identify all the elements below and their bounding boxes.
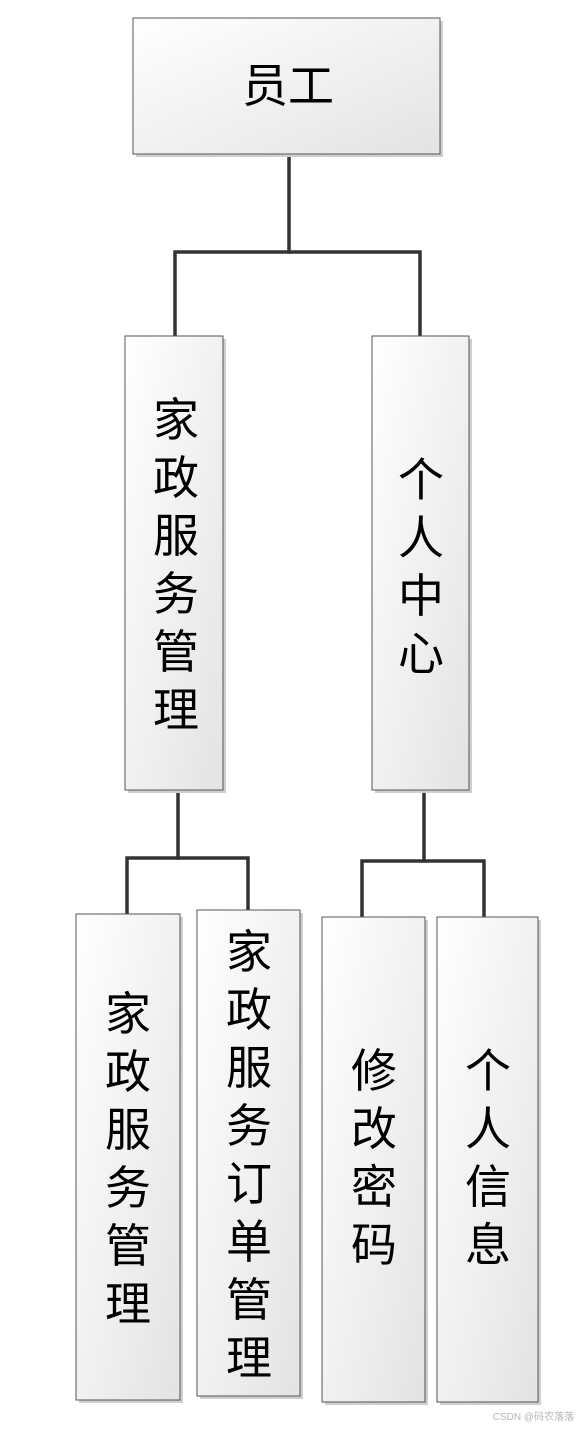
connector-level1-bar: [173, 250, 422, 338]
node-service-order-management-label: 家政服务订单管理: [226, 925, 272, 1385]
connector-personal-children-bar: [360, 859, 486, 919]
connector-service-children-bar: [125, 856, 250, 916]
watermark: CSDN @码农落落: [492, 1412, 574, 1423]
node-service-management-leaf-label: 家政服务管理: [105, 987, 151, 1331]
node-change-password-label: 修改密码: [351, 1044, 397, 1272]
node-root-label: 员工: [242, 59, 334, 113]
node-service-management-label: 家政服务管理: [153, 393, 199, 737]
node-root: 员工: [132, 17, 443, 157]
node-personal-info-label: 个人信息: [465, 1044, 511, 1272]
node-service-management-leaf: 家政服务管理: [75, 913, 183, 1403]
connectors: [125, 153, 486, 919]
node-service-management: 家政服务管理: [124, 335, 226, 793]
node-personal-info: 个人信息: [436, 916, 541, 1405]
node-personal-center-label: 个人中心: [398, 453, 444, 681]
node-change-password: 修改密码: [321, 916, 428, 1405]
node-service-order-management: 家政服务订单管理: [196, 909, 303, 1399]
node-personal-center: 个人中心: [371, 335, 472, 793]
